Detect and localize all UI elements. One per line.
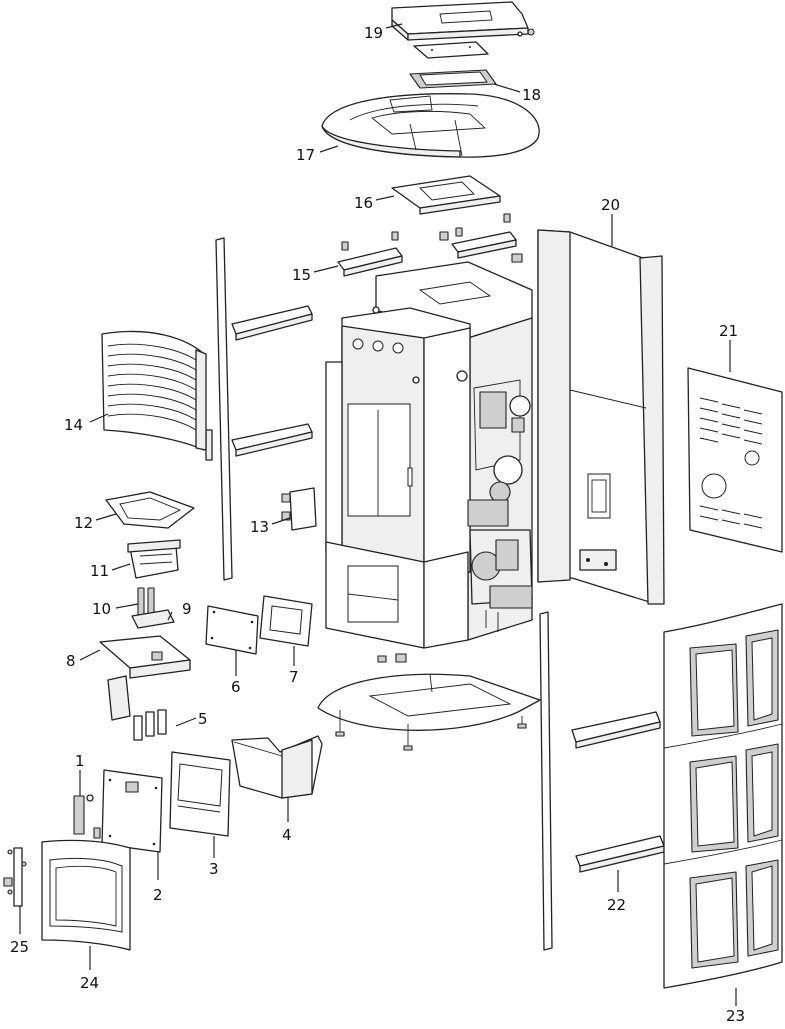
part-2-door-frame <box>93 769 163 853</box>
callout-12: 12 <box>74 514 93 532</box>
callout-4: 4 <box>282 826 292 844</box>
callout-13: 13 <box>250 518 269 536</box>
part-20-right-panel <box>537 229 665 605</box>
right-frame-strip <box>539 611 665 951</box>
part-12-tray <box>105 491 195 529</box>
part-14-side-grille <box>101 330 207 451</box>
part-8-firebox-plate <box>99 635 191 679</box>
left-frame-strips <box>205 237 313 581</box>
callout-17: 17 <box>296 146 315 164</box>
callout-21: 21 <box>719 322 738 340</box>
part-24-front-door <box>41 839 131 951</box>
base-plate <box>317 653 541 751</box>
part-13-hinge <box>281 487 317 531</box>
callout-10: 10 <box>92 600 111 618</box>
part-4-ash-box <box>231 735 323 799</box>
callout-5: 5 <box>198 710 208 728</box>
callout-8: 8 <box>66 652 76 670</box>
stove-body <box>325 261 533 649</box>
callout-20: 20 <box>601 196 620 214</box>
callout-9: 9 <box>182 600 192 618</box>
part-1-handle <box>73 794 94 835</box>
callout-24: 24 <box>80 974 99 992</box>
callout-2: 2 <box>153 886 163 904</box>
part-5-clips <box>107 675 167 741</box>
leader-lines <box>19 23 737 1006</box>
callout-14: 14 <box>64 416 83 434</box>
part-15-brackets <box>337 213 523 277</box>
part-7-gasket-panel <box>259 595 313 647</box>
callout-19: 19 <box>364 24 383 42</box>
part-9-10-grate <box>131 587 175 629</box>
part-11-burn-pot <box>127 539 181 579</box>
callout-1: 1 <box>75 752 85 770</box>
part-23-side-cladding <box>663 603 783 989</box>
callout-16: 16 <box>354 194 373 212</box>
callout-25: 25 <box>10 938 29 956</box>
callout-18: 18 <box>522 86 541 104</box>
part-21-rear-panel <box>687 367 783 553</box>
part-17-top-cover <box>321 93 540 158</box>
callout-3: 3 <box>209 860 219 878</box>
callout-7: 7 <box>289 668 299 686</box>
part-16-top-plate <box>391 175 501 215</box>
part-25-door-hinge <box>3 847 27 907</box>
callout-23: 23 <box>726 1007 745 1024</box>
callout-11: 11 <box>90 562 109 580</box>
callout-15: 15 <box>292 266 311 284</box>
part-6-panel <box>205 605 259 655</box>
part-18-gasket <box>409 41 497 89</box>
callout-22: 22 <box>607 896 626 914</box>
callout-6: 6 <box>231 678 241 696</box>
part-19-top-lid <box>391 1 535 41</box>
callout-labels: 19 18 17 16 15 20 21 14 12 11 13 10 9 8 … <box>10 24 745 1025</box>
part-3-gasket-frame <box>169 751 231 837</box>
